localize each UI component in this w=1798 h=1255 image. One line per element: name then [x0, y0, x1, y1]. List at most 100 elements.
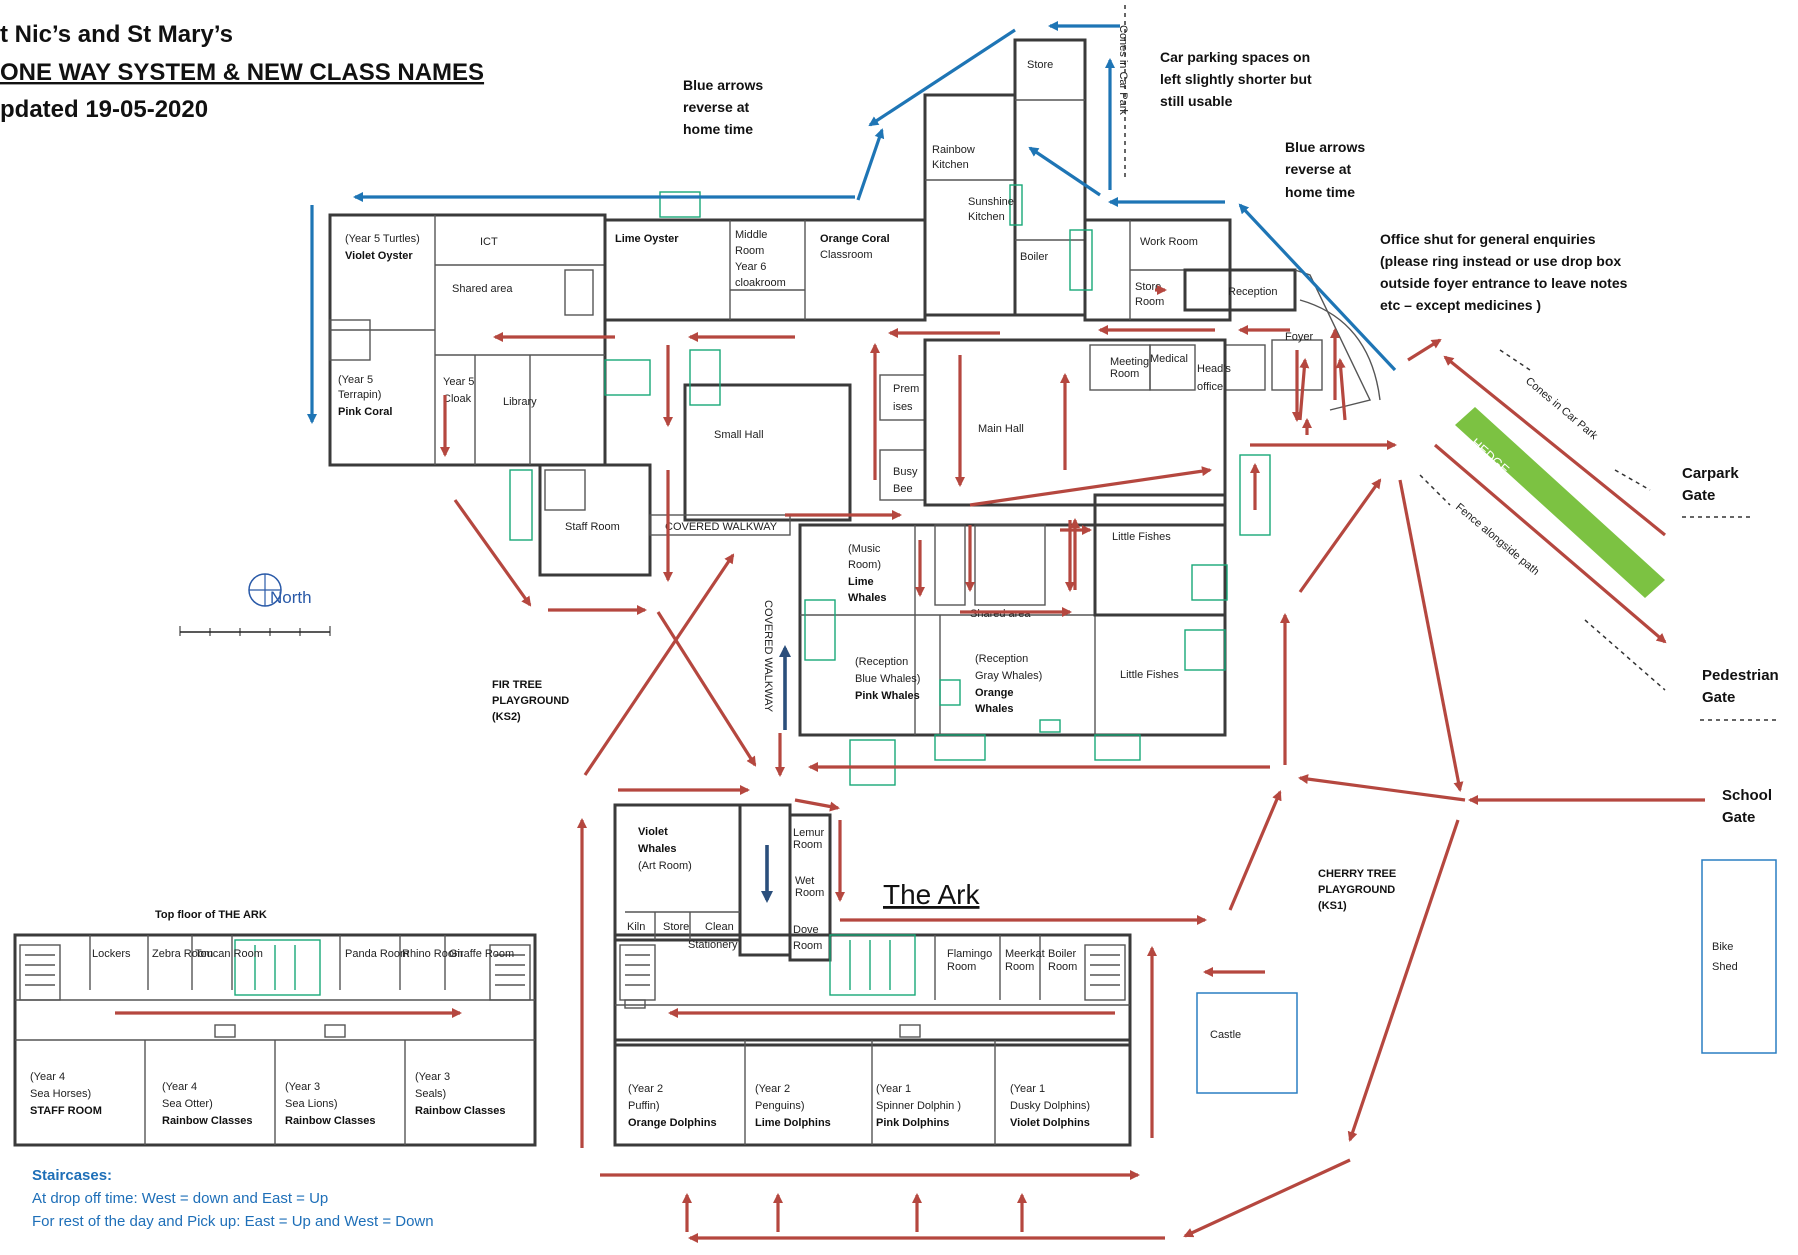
- svg-text:Pink Coral: Pink Coral: [338, 406, 392, 418]
- pink-coral-label: (Year 5: [338, 374, 373, 386]
- svg-text:Orange: Orange: [975, 687, 1014, 699]
- stationery-label: Stationery: [688, 939, 738, 951]
- reverse-route-arrows: [307, 21, 1397, 424]
- red-arrow: [794, 798, 840, 812]
- meeting-room-label: Meeting: [1110, 356, 1149, 368]
- svg-text:(Year 3: (Year 3: [415, 1071, 450, 1083]
- svg-text:Sea Otter): Sea Otter): [162, 1098, 213, 1110]
- svg-text:Rainbow Classes: Rainbow Classes: [415, 1105, 505, 1117]
- svg-text:Year 6: Year 6: [735, 261, 766, 273]
- svg-text:Office shut for general enquir: Office shut for general enquiries: [1380, 231, 1596, 247]
- svg-text:Car parking spaces on: Car parking spaces on: [1160, 49, 1310, 65]
- small-hall-wall: [683, 383, 852, 522]
- store-ark-label: Store: [663, 921, 689, 933]
- school-gate-label: School: [1722, 787, 1772, 804]
- rhino-room-label: Rhino Room: [402, 948, 463, 960]
- svg-text:Room: Room: [795, 887, 824, 899]
- svg-text:outside foyer entrance to leav: outside foyer entrance to leave notes: [1380, 275, 1628, 291]
- svg-text:(Year 3: (Year 3: [285, 1081, 320, 1093]
- carpark-gate-label: Carpark: [1682, 465, 1739, 482]
- svg-text:(Year 4: (Year 4: [162, 1081, 197, 1093]
- north-label: North: [270, 588, 312, 607]
- svg-text:Pink Whales: Pink Whales: [855, 690, 920, 702]
- svg-text:left slightly shorter but: left slightly shorter but: [1160, 71, 1312, 87]
- svg-text:Dusky Dolphins): Dusky Dolphins): [1010, 1100, 1090, 1112]
- ark-classroom-4: (Year 1 Dusky Dolphins) Violet Dolphins: [1010, 1083, 1090, 1129]
- room-labels: Store Rainbow Kitchen Sunshine Kitchen B…: [338, 59, 1396, 912]
- svg-text:Room: Room: [1005, 961, 1034, 973]
- rainbow-kitchen-label: Rainbow: [932, 144, 975, 156]
- svg-text:(KS1): (KS1): [1318, 900, 1347, 912]
- blue-arrow: [856, 128, 885, 201]
- svg-text:Terrapin): Terrapin): [338, 389, 381, 401]
- red-arrow: [1407, 338, 1442, 362]
- blue-arrow: [1028, 146, 1101, 197]
- svg-text:Room: Room: [1110, 368, 1139, 380]
- north-compass-icon: North: [248, 573, 312, 607]
- ark-classroom-3: (Year 1 Spinner Dolphin ) Pink Dolphins: [876, 1083, 961, 1129]
- shared-area-label: Shared area: [452, 283, 513, 295]
- red-arrow: [453, 499, 532, 607]
- work-room-label: Work Room: [1140, 236, 1198, 248]
- svg-text:Room: Room: [1135, 296, 1164, 308]
- blue-arrow: [1238, 203, 1397, 372]
- lockers-label: Lockers: [92, 948, 131, 960]
- svg-text:Kitchen: Kitchen: [932, 159, 969, 171]
- year5-cloak-label: Year 5: [443, 376, 474, 388]
- wet-room-label: Wet: [795, 875, 814, 887]
- ark-labels: Violet Whales (Art Room) Kiln Store Clea…: [627, 826, 1090, 1129]
- svg-text:Sea Horses): Sea Horses): [30, 1088, 91, 1100]
- top-floor-classroom-3: (Year 3 Sea Lions) Rainbow Classes: [285, 1081, 375, 1127]
- red-arrow: [583, 553, 735, 776]
- orange-whales-label: (Reception: [975, 653, 1028, 665]
- scale-bar: [179, 626, 331, 636]
- svg-text:PLAYGROUND: PLAYGROUND: [492, 695, 569, 707]
- red-arrow: [1433, 443, 1667, 644]
- blue-arrow: [868, 28, 1016, 127]
- sunshine-kitchen-label: Sunshine: [968, 196, 1014, 208]
- top-floor-title: Top floor of THE ARK: [155, 909, 267, 921]
- svg-text:ises: ises: [893, 401, 913, 413]
- lemur-room-label: Lemur: [793, 827, 825, 839]
- svg-text:Spinner Dolphin ): Spinner Dolphin ): [876, 1100, 961, 1112]
- svg-text:Classroom: Classroom: [820, 249, 873, 261]
- toilet-fixtures: [509, 184, 1271, 786]
- svg-text:Room: Room: [947, 961, 976, 973]
- svg-text:(Year 4: (Year 4: [30, 1071, 65, 1083]
- svg-text:Rainbow Classes: Rainbow Classes: [162, 1115, 252, 1127]
- violet-whales-label: Violet: [638, 826, 668, 838]
- ark-top-floor: Top floor of THE ARK Lockers Zebra Room …: [13, 909, 537, 1147]
- red-arrow: [969, 466, 1212, 507]
- bike-shed-label: Bike: [1712, 941, 1733, 953]
- svg-text:Puffin): Puffin): [628, 1100, 660, 1112]
- svg-text:(KS2): (KS2): [492, 711, 521, 723]
- svg-text:Orange Dolphins: Orange Dolphins: [628, 1117, 717, 1129]
- zebra-room-label: Zebra Room: [152, 948, 213, 960]
- red-arrow: [1335, 358, 1347, 421]
- svg-text:Pink Dolphins: Pink Dolphins: [876, 1117, 949, 1129]
- svg-text:office: office: [1197, 381, 1223, 393]
- giraffe-room-label: Giraffe Room: [449, 948, 514, 960]
- svg-text:Cloak: Cloak: [443, 393, 472, 405]
- covered-walkway-h-label: COVERED WALKWAY: [665, 521, 778, 533]
- svg-text:reverse at: reverse at: [683, 99, 750, 115]
- svg-text:Staircases:: Staircases:: [32, 1167, 112, 1184]
- svg-text:At drop off time: West = down: At drop off time: West = down and East =…: [32, 1190, 328, 1207]
- red-arrow: [1298, 478, 1382, 593]
- svg-text:PLAYGROUND: PLAYGROUND: [1318, 884, 1395, 896]
- svg-text:Violet Oyster: Violet Oyster: [345, 250, 413, 262]
- flamingo-label: Flamingo: [947, 948, 992, 960]
- title-block: t Nic’s and St Mary’s ONE WAY SYSTEM & N…: [0, 21, 484, 123]
- red-arrow: [1228, 790, 1282, 911]
- svg-text:Sea Lions): Sea Lions): [285, 1098, 338, 1110]
- note-blue-arrows-1: Blue arrows reverse at home time: [683, 77, 763, 137]
- svg-text:Gray Whales): Gray Whales): [975, 670, 1042, 682]
- store-tower-wall: [1013, 38, 1087, 317]
- red-arrow: [1398, 479, 1464, 792]
- svg-text:reverse at: reverse at: [1285, 161, 1352, 177]
- little-fishes-1-label: Little Fishes: [1112, 531, 1171, 543]
- note-blue-arrows-2: Blue arrows reverse at home time: [1285, 139, 1365, 200]
- store-room-label: Store: [1135, 281, 1161, 293]
- svg-text:Room: Room: [1048, 961, 1077, 973]
